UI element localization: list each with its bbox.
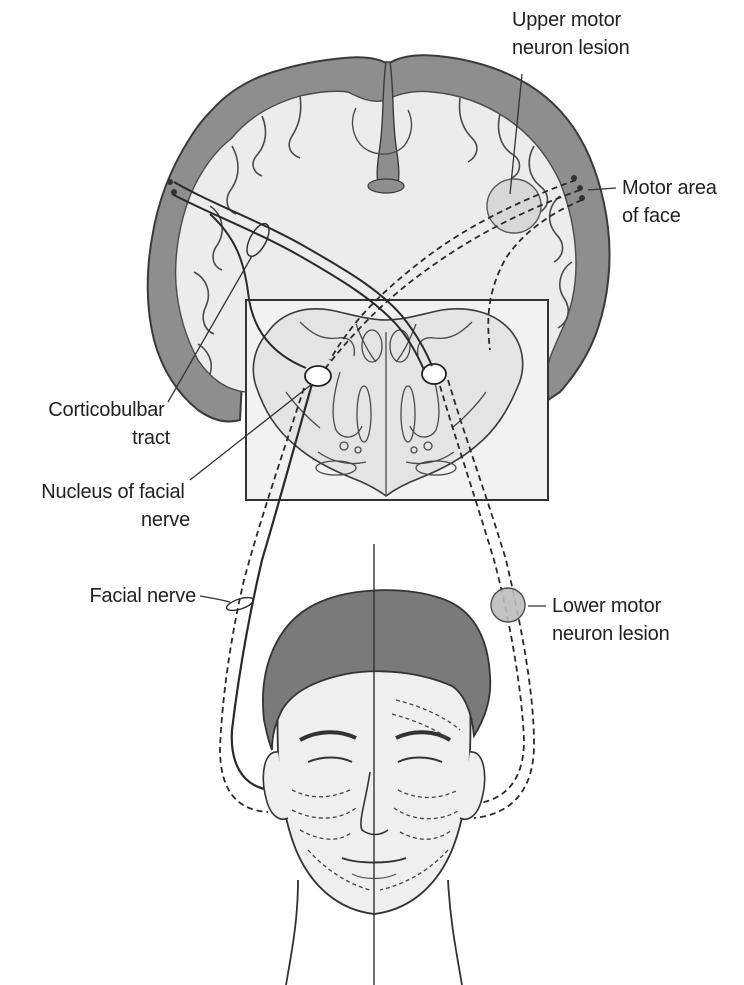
label-nucleus-facial-nerve: Nucleus of facial nerve	[41, 481, 190, 531]
left-facial-nucleus	[305, 366, 331, 386]
label-lower-motor-lesion: Lower motor neuron lesion	[552, 595, 670, 645]
label-upper-motor-lesion: Upper motor neuron lesion	[512, 9, 630, 59]
motor-area-face-circle	[487, 179, 541, 233]
lower-motor-lesion-circle	[491, 588, 525, 622]
right-facial-nucleus	[422, 364, 446, 384]
label-corticobulbar-tract: Corticobulbar tract	[48, 399, 170, 449]
label-facial-nerve: Facial nerve	[89, 585, 196, 607]
face-illustration	[263, 544, 490, 985]
leader-facial-nerve	[200, 596, 230, 602]
label-motor-area-face: Motor area of face	[622, 177, 722, 227]
